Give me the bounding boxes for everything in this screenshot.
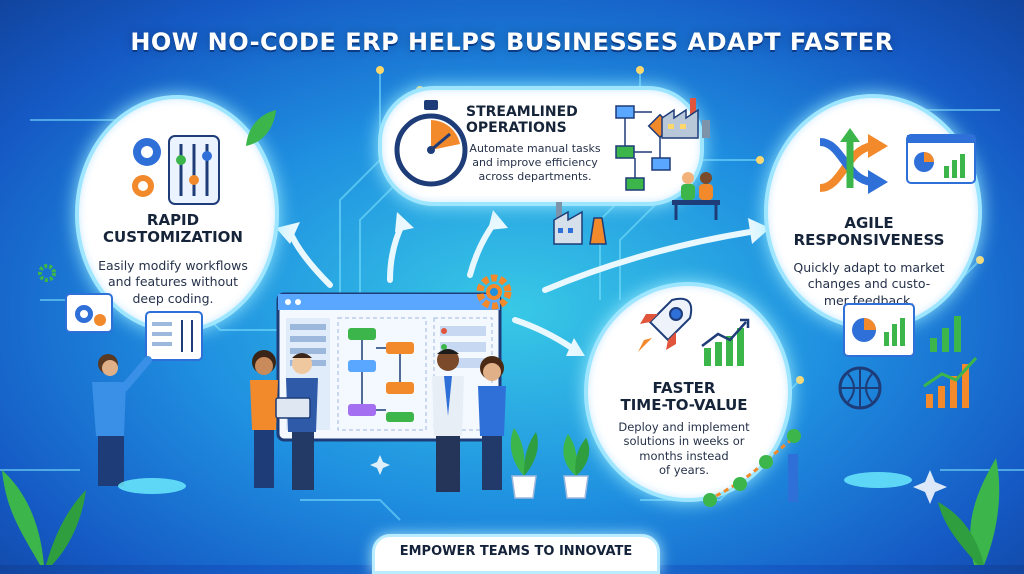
faster-heading-line2: TIME-TO-VALUE	[620, 396, 748, 415]
rapid-heading: RAPID CUSTOMIZATION	[85, 211, 261, 247]
progress-checkmarks	[703, 429, 801, 507]
agile-heading-line2: RESPONSIVENESS	[793, 231, 945, 250]
faster-heading-line1: FASTER	[652, 379, 716, 397]
industry-building-icon	[553, 202, 607, 245]
flowchart-icon	[615, 105, 673, 191]
plant-left	[2, 470, 86, 565]
growth-chart-icon	[701, 318, 750, 366]
gear-green-icon	[38, 264, 56, 282]
rapid-desc-line3: deep coding.	[132, 290, 214, 306]
streamlined-heading: STREAMLINED OPERATIONS	[466, 104, 586, 136]
right-side-charts	[838, 303, 978, 488]
rapid-desc-line2: and features without	[107, 274, 239, 290]
faster-heading: FASTER TIME-TO-VALUE	[594, 379, 774, 415]
streamlined-desc-line2: and improve efficiency	[472, 155, 598, 169]
potted-plant-2	[563, 434, 590, 499]
rapid-description: Easily modify workflows and features wit…	[80, 258, 266, 307]
factory-icon	[661, 98, 710, 139]
rapid-desc-line1: Easily modify workflows	[98, 258, 248, 273]
direction-arrows-icon	[819, 128, 888, 194]
team-people-illustration	[250, 349, 506, 492]
faster-desc-line4: of years.	[658, 463, 710, 478]
leaf-top-left	[246, 110, 276, 146]
agile-heading: AGILE RESPONSIVENESS	[770, 214, 968, 250]
streamlined-desc-line1: Automate manual tasks	[469, 142, 601, 155]
agile-desc-line1: Quickly adapt to market	[793, 260, 945, 275]
streamlined-description: Automate manual tasks and improve effici…	[460, 142, 610, 183]
stopwatch-icon	[394, 100, 468, 187]
page-title: HOW NO-CODE ERP HELPS BUSINESSES ADAPT F…	[130, 28, 894, 56]
rapid-heading-line2: CUSTOMIZATION	[103, 228, 243, 247]
potted-plant-1	[510, 428, 538, 499]
streamlined-desc-line3: across departments.	[478, 169, 592, 183]
arrow-to-faster	[512, 317, 575, 351]
arrow-to-rapid	[287, 229, 333, 288]
agile-desc-line2: changes and custo-	[807, 276, 931, 292]
footer-banner: EMPOWER TEAMS TO INNOVATE	[372, 534, 660, 574]
arrow-to-streamlined-1	[387, 222, 405, 283]
left-person-illustration	[65, 293, 203, 494]
arrow-to-streamlined-2	[467, 219, 498, 278]
faster-desc-line2: solutions in weeks or	[623, 434, 745, 449]
plant-right	[938, 458, 1000, 565]
rocket-icon	[638, 297, 693, 352]
agile-heading-line1: AGILE	[844, 214, 894, 232]
gear-orange-icon	[476, 274, 512, 310]
faster-desc-line3: months instead	[639, 448, 729, 463]
streamlined-heading-line2: OPERATIONS	[466, 120, 567, 137]
team-desk-icon	[672, 172, 720, 220]
faster-desc-line1: Deploy and implement	[618, 420, 750, 434]
settings-sliders-icon	[132, 135, 220, 205]
arrow-to-agile	[542, 229, 753, 293]
dashboard-chart-icon	[906, 134, 976, 184]
agile-responsiveness-card	[764, 94, 982, 330]
faster-description: Deploy and implement solutions in weeks …	[600, 420, 768, 478]
rapid-heading-line1: RAPID	[146, 211, 200, 229]
streamlined-heading-line1: STREAMLINED	[466, 104, 578, 120]
